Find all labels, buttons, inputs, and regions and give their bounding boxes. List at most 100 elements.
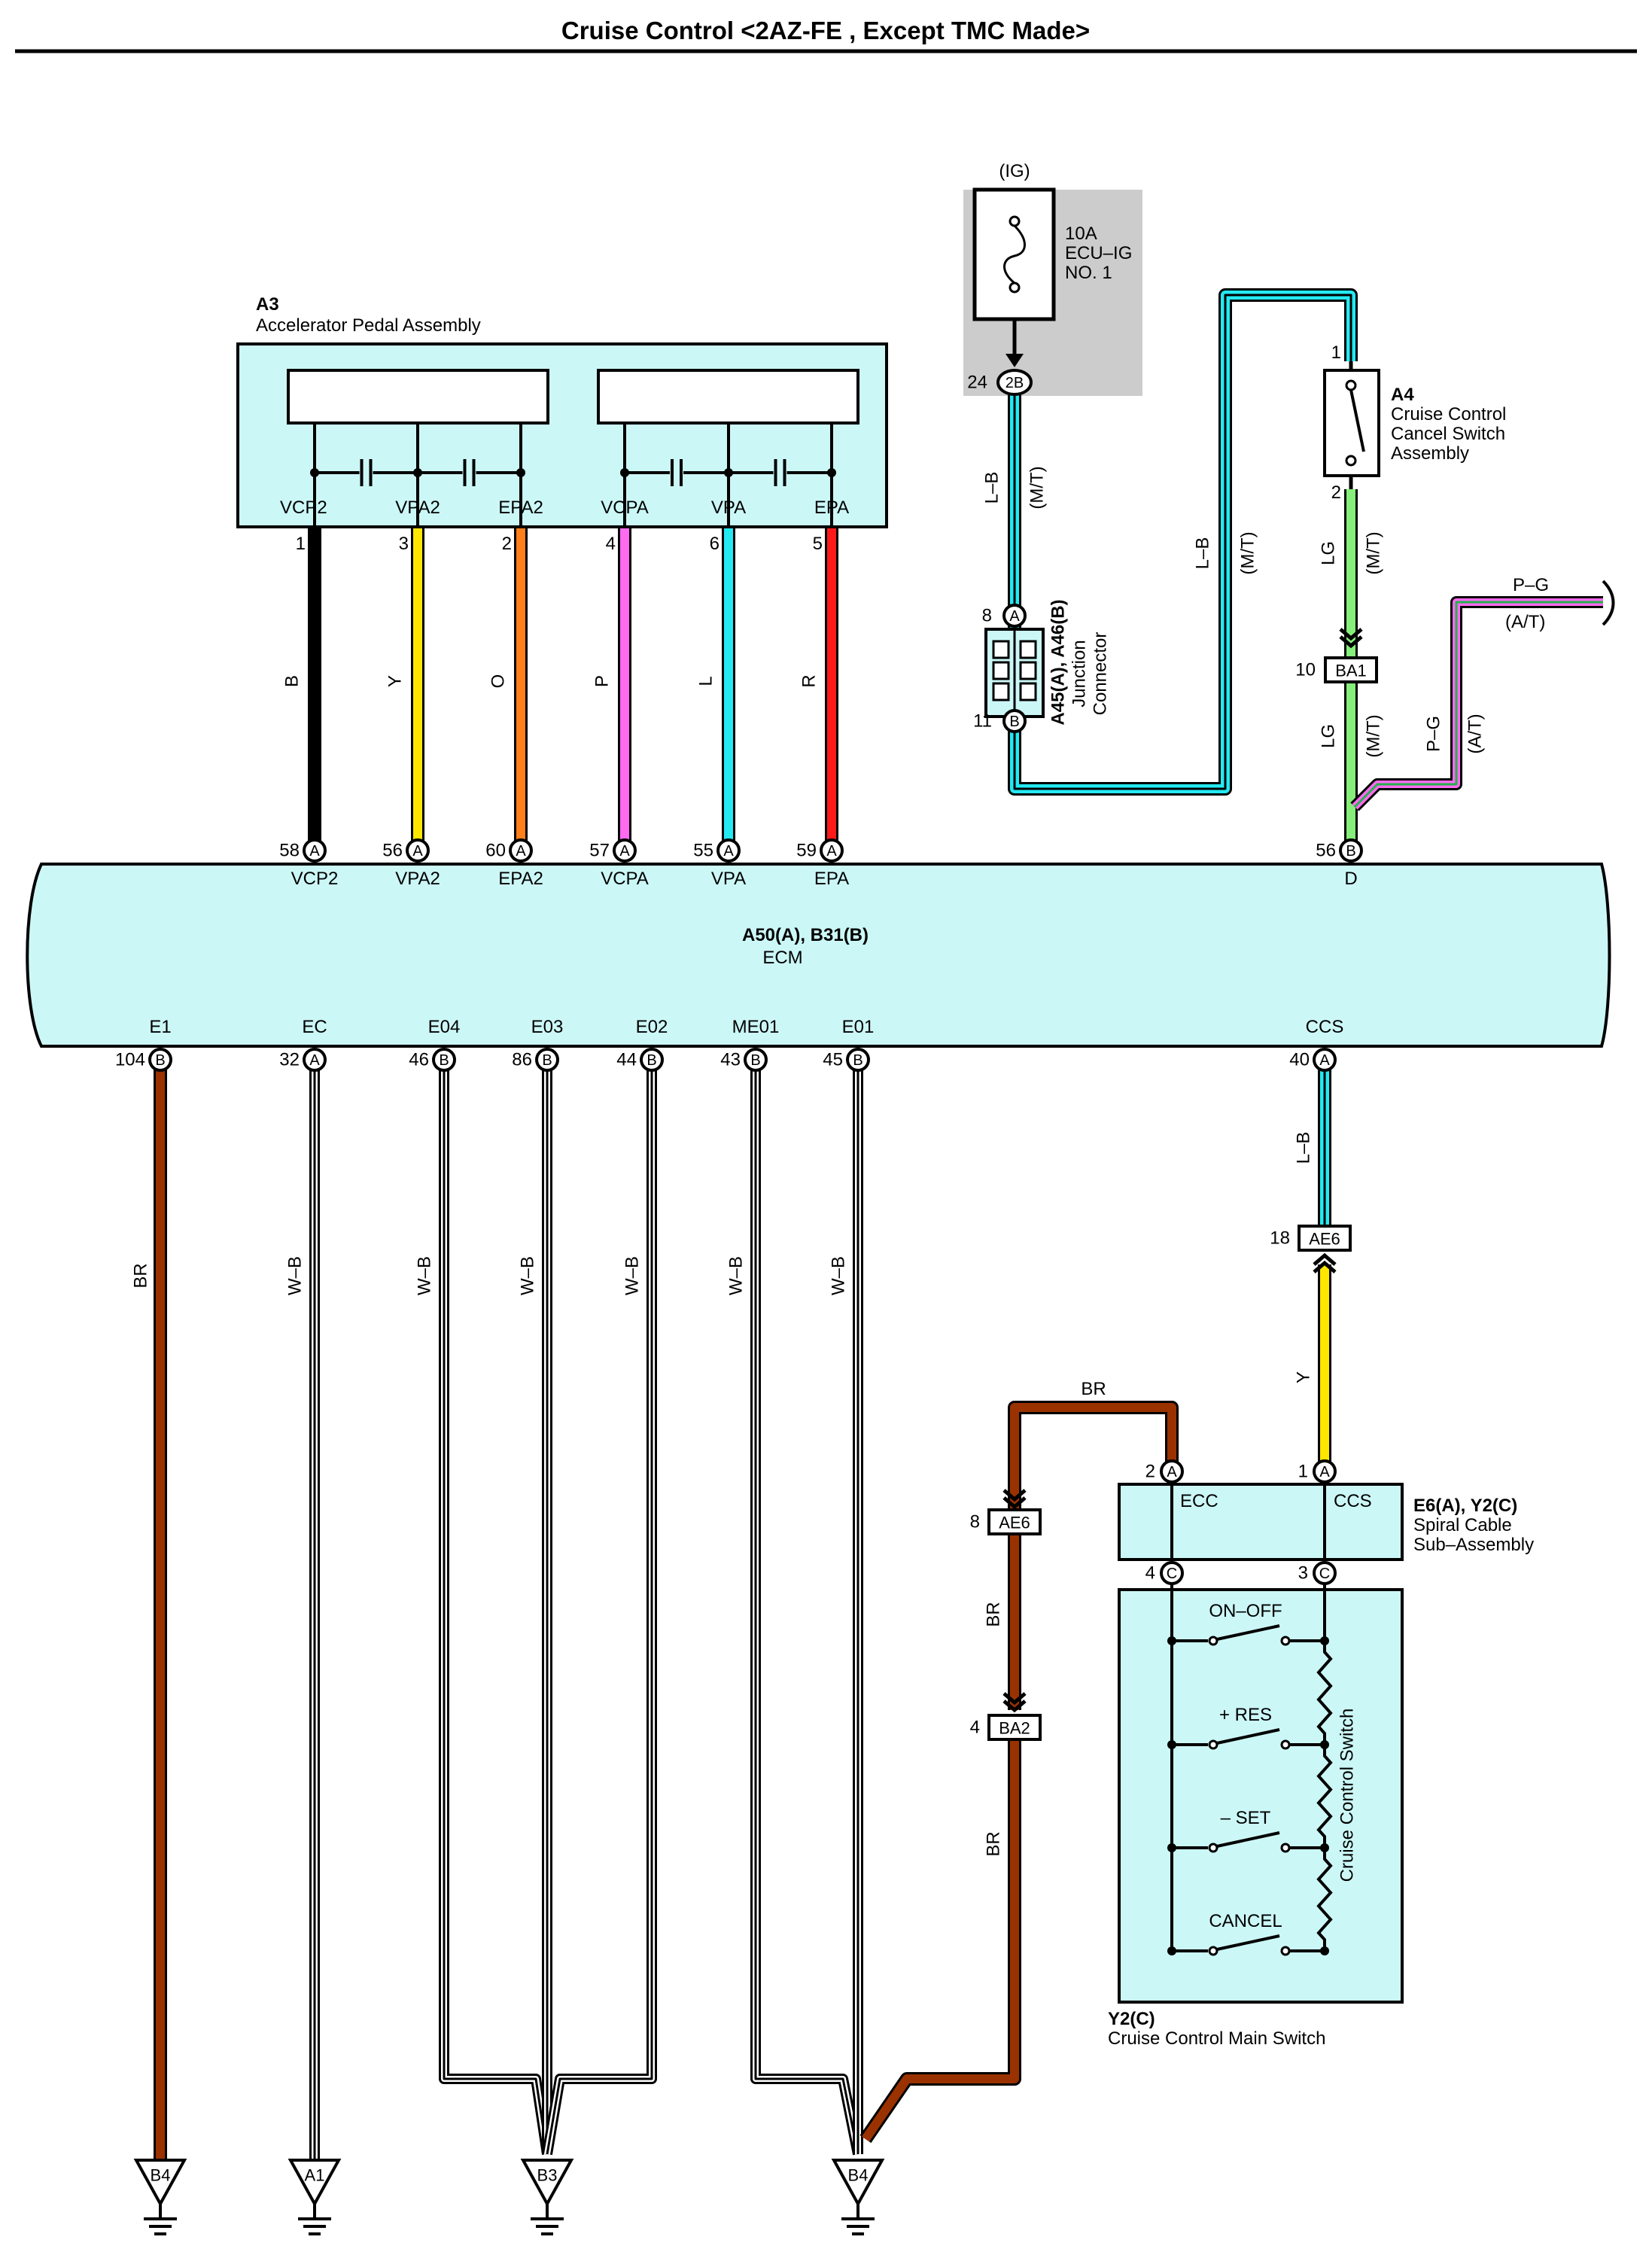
wire-color-label: LG (1319, 724, 1339, 748)
a4-name: Cruise Control (1391, 404, 1506, 425)
junction-cell (992, 682, 1010, 701)
pin-connector-letter: A (826, 843, 837, 860)
chevron-stroke (1339, 635, 1363, 649)
main-switch-inner-label: Cruise Control Switch (1337, 1709, 1358, 1882)
ground-triangle (831, 2159, 885, 2208)
fuse-connector-code: 2B (1005, 375, 1024, 391)
wire-stripe (546, 1061, 653, 2155)
pin-number: 44 (616, 1050, 637, 1070)
sensor-element (597, 369, 859, 425)
pin-number: 4 (1145, 1563, 1155, 1584)
wire-stripe (443, 1061, 549, 2155)
ecm-terminal-name: EPA2 (498, 869, 543, 889)
main-switch-label: CANCEL (1209, 1911, 1282, 1931)
main-switch-code: Y2(C) (1108, 2009, 1155, 2029)
pin-connector-letter: B (1346, 843, 1355, 860)
switch-contact (1208, 1843, 1218, 1853)
a3-terminal-name: VCPA (601, 498, 649, 518)
chevron-stroke (1002, 1692, 1027, 1706)
wire-color-label: W–B (415, 1256, 435, 1295)
connector-chevron-icon (1002, 1489, 1027, 1510)
pin-connector-letter: A (516, 843, 526, 860)
pin-number: 32 (279, 1050, 300, 1070)
ground-label: A1 (305, 2166, 325, 2185)
ecm-terminal-name: ME01 (732, 1017, 780, 1037)
spiral-name: Spiral Cable (1413, 1515, 1512, 1535)
junction-cell (1019, 661, 1037, 680)
a3-name: Accelerator Pedal Assembly (256, 315, 481, 336)
wire-color-label: B (282, 675, 303, 687)
a4-name: Assembly (1391, 443, 1469, 464)
pin-number: 2 (1145, 1462, 1155, 1482)
wire-outline (750, 1061, 863, 2156)
fuse-name: ECU–IG (1065, 243, 1132, 263)
pin-number: 1 (1298, 1462, 1308, 1482)
switch-blade-icon (1216, 1831, 1280, 1848)
junction-dot (1167, 1946, 1176, 1955)
switch-contact (1345, 379, 1357, 391)
wire-color-label: BR (984, 1602, 1004, 1627)
junction-code: A45(A), A46(B) (1048, 599, 1069, 725)
switch-blade-icon (1216, 1624, 1280, 1641)
wire-core (862, 1735, 1019, 2142)
fuse-element (1003, 224, 1026, 285)
spiral-pin-ccs (1313, 1459, 1337, 1484)
switch-contact (1208, 1946, 1218, 1956)
wire-color-label: P–G (1424, 716, 1444, 752)
pin-number: 86 (512, 1050, 532, 1070)
pin-number: 3 (1298, 1563, 1308, 1584)
junction-dot (1167, 1740, 1176, 1749)
wire-pg-at (1350, 596, 1603, 811)
wire-ecc-br (1008, 1401, 1179, 1509)
a3-terminal-name: VPA2 (395, 498, 440, 518)
ecm-terminal-name: E1 (149, 1017, 171, 1037)
pin-number: 58 (279, 841, 300, 861)
pin-number: 57 (589, 841, 610, 861)
wire-e04 (439, 1061, 552, 2156)
pin-number: 40 (1289, 1050, 1310, 1070)
switch-contact (1208, 1739, 1218, 1750)
pin-number: 10 (1295, 660, 1316, 680)
pin-number: 56 (382, 841, 403, 861)
ecm-pin-e02 (640, 1048, 664, 1072)
ecm-pin-e03 (535, 1048, 559, 1072)
pin-connector-letter: A (1009, 608, 1020, 625)
ecm-pin-d (1339, 838, 1363, 863)
main-switch-contact (1167, 1831, 1329, 1853)
fuse-source: (IG) (999, 161, 1030, 181)
spiral-cable-box (1118, 1483, 1404, 1561)
spiral-ecc-label: ECC (1180, 1491, 1218, 1511)
a3-pin-number: 3 (399, 534, 409, 554)
wire-color-label: W–B (829, 1256, 849, 1295)
main-switch-box (1118, 1588, 1404, 2004)
ecm-terminal-name: VCPA (601, 869, 649, 889)
pin-connector-letter: C (1167, 1566, 1177, 1582)
main-switch-name: Cruise Control Main Switch (1108, 2028, 1325, 2049)
ground-label: B4 (151, 2166, 171, 2185)
ground-symbol-B3 (520, 2159, 574, 2235)
a3-terminal-name: VCP2 (280, 498, 327, 518)
wire-color-label: R (799, 674, 820, 687)
ecm-pin-e1 (148, 1048, 172, 1072)
a3-terminal-name: EPA2 (498, 498, 543, 518)
wire-color-label: BR (1081, 1379, 1106, 1399)
spiral-code: E6(A), Y2(C) (1413, 1496, 1517, 1516)
fuse-terminal (1009, 215, 1021, 227)
ecm-pin-vpa (716, 838, 741, 863)
wire-color-label: W–B (518, 1256, 538, 1295)
ecm-terminal-name: E01 (842, 1017, 875, 1037)
wire-ba2-to-ground (859, 1735, 1021, 2144)
spiral-ccs-label: CCS (1334, 1491, 1372, 1511)
wire-stripe (1013, 294, 1352, 790)
a4-pin-number: 1 (1331, 342, 1341, 363)
chevron-stroke (1002, 1700, 1027, 1713)
wire-color-label: BR (984, 1831, 1004, 1856)
pin-number: 60 (485, 841, 506, 861)
ecm-pin-epa (820, 838, 844, 863)
resistor-icon (1316, 1745, 1333, 1848)
main-switch-contact (1167, 1934, 1329, 1956)
ground-triangle (288, 2159, 342, 2208)
switch-contact (1345, 455, 1357, 467)
ecm-pin-ec (303, 1048, 327, 1072)
main-switch-label: ON–OFF (1209, 1601, 1282, 1621)
